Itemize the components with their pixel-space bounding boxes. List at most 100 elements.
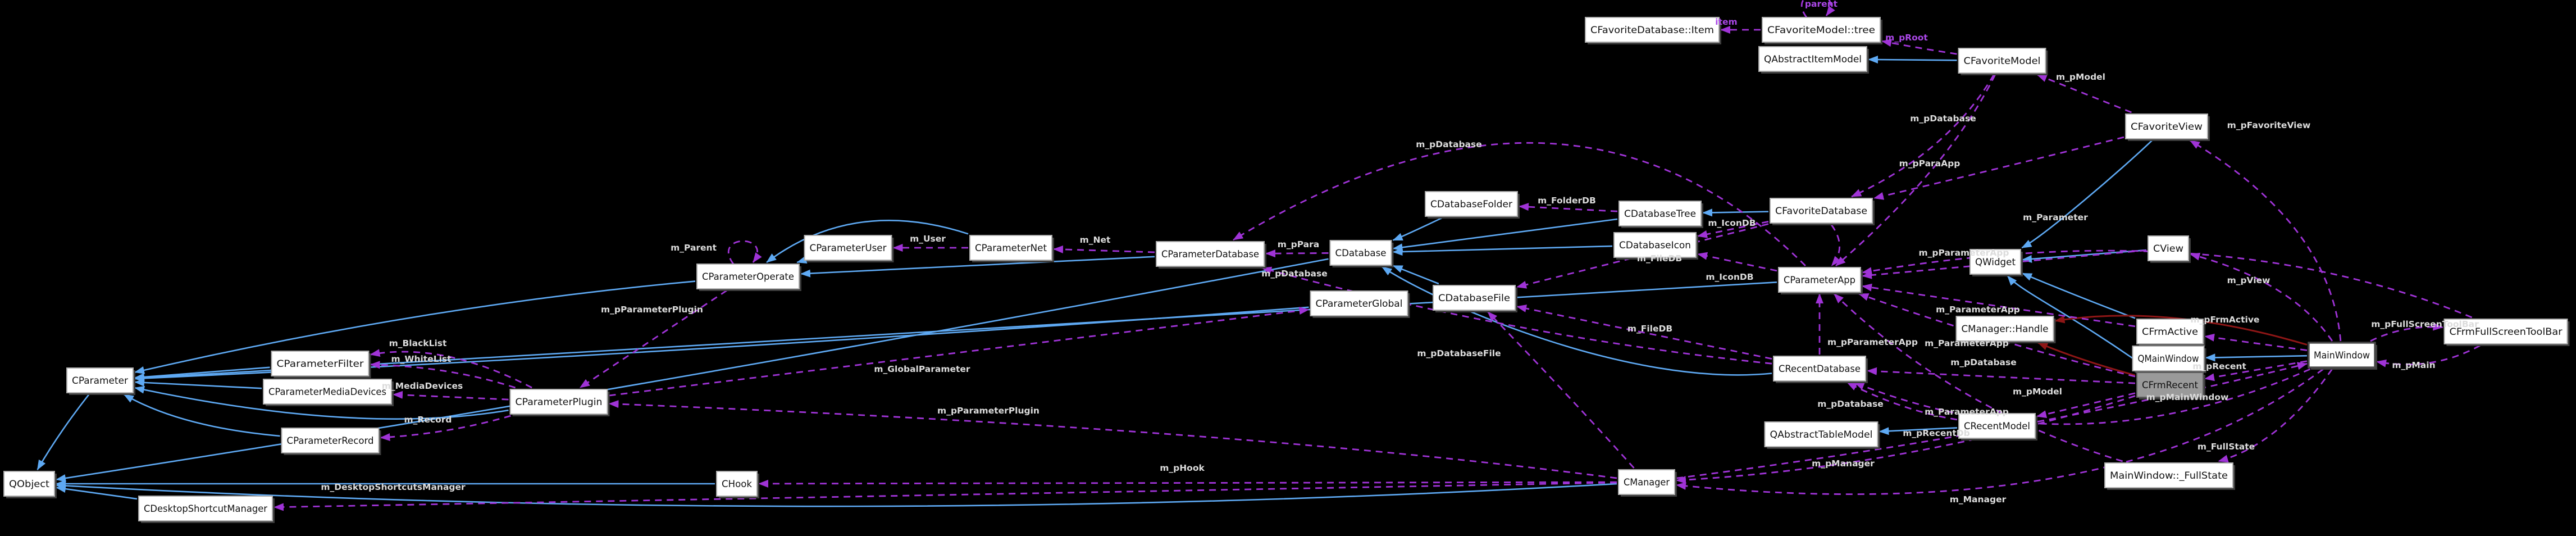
class-node-CManager[interactable]: CManager (1618, 469, 1677, 497)
class-node-CFavoriteModel-tree[interactable]: CFavoriteModel::tree (1762, 17, 1882, 44)
relation-usage-cmanager-chook (758, 479, 1617, 488)
svg-text:CView: CView (2153, 243, 2183, 255)
class-node-CRecentDatabase[interactable]: CRecentDatabase (1773, 356, 1868, 383)
svg-text:CFrmRecent: CFrmRecent (2142, 380, 2198, 391)
edge-label-m_Record: m_Record (404, 415, 452, 425)
class-node-CDatabaseFolder[interactable]: CDatabaseFolder (1425, 191, 1520, 219)
class-node-CParameterApp[interactable]: CParameterApp (1778, 267, 1863, 294)
svg-text:QMainWindow: QMainWindow (2138, 353, 2199, 365)
edge-label-m_pMainWindow: m_pMainWindow (2146, 392, 2229, 402)
relation-inheritance-dbfolder-db (1392, 217, 1442, 241)
relation-usage-favmodel-favdb (1851, 74, 1995, 198)
class-node-CDesktopShortcutManager[interactable]: CDesktopShortcutManager (138, 496, 275, 523)
class-node-CDatabaseFile[interactable]: CDatabaseFile (1433, 285, 1517, 312)
class-node-QMainWindow[interactable]: QMainWindow (2132, 346, 2206, 373)
relation-usage-paramplugin-parammedia (393, 390, 509, 401)
nodes-layer: CFavoriteDatabase::Item CFavoriteModel::t… (3, 17, 2570, 523)
edge-label-m_IconDB: m_IconDB (1706, 272, 1753, 282)
edge-label-m_ParameterApp: m_ParameterApp (1925, 407, 2009, 417)
relation-usage-dbtree-dbfolder (1519, 203, 1618, 212)
relation-usage-paramplugin-paramglobal (609, 307, 1310, 397)
class-node-CParameterGlobal[interactable]: CParameterGlobal (1310, 290, 1410, 318)
relation-inheritance-param-qobject (37, 394, 90, 470)
class-node-CParameterUser[interactable]: CParameterUser (804, 235, 894, 262)
svg-text:MainWindow: MainWindow (2314, 350, 2370, 361)
class-node-CFavoriteModel[interactable]: CFavoriteModel (1958, 48, 2048, 75)
svg-text:CParameterDatabase: CParameterDatabase (1161, 249, 1259, 260)
svg-text:CParameterApp: CParameterApp (1784, 275, 1855, 286)
class-node-CManager-Handle[interactable]: CManager::Handle (1955, 316, 2056, 343)
edge-label-m_pDatabase: m_pDatabase (1950, 357, 2016, 367)
svg-text:CDatabase: CDatabase (1335, 248, 1387, 259)
edge-label-m_IconDB: m_IconDB (1708, 218, 1756, 228)
class-node-QWidget[interactable]: QWidget (1969, 249, 2023, 276)
relation-usage-favmodel-paramapp (1835, 74, 1996, 267)
svg-text:CFavoriteView: CFavoriteView (2131, 121, 2203, 133)
relation-inheritance-cmanager-qobject (56, 482, 1617, 507)
svg-text:CParameterGlobal: CParameterGlobal (1316, 298, 1403, 310)
relation-inheritance-dbicon-db (1392, 245, 1613, 256)
svg-text:CParameterRecord: CParameterRecord (287, 435, 374, 447)
class-node-CFrmRecent[interactable]: CFrmRecent (2136, 372, 2205, 399)
class-node-CRecentModel[interactable]: CRecentModel (1958, 413, 2037, 440)
class-node-QObject[interactable]: QObject (3, 471, 57, 498)
edge-label-m_pRecent: m_pRecent (2192, 361, 2246, 371)
relation-usage-mainwindow-frmrecent (2204, 360, 2308, 381)
relation-usage-fullstate-paramapp (1833, 293, 2123, 462)
svg-text:CHook: CHook (722, 479, 752, 490)
svg-text:CParameterOperate: CParameterOperate (702, 271, 794, 283)
edge-label-item: item (1715, 17, 1737, 27)
edge-label-m_User: m_User (910, 234, 946, 244)
class-node-CParameterMediaDevices[interactable]: CParameterMediaDevices (263, 379, 394, 406)
relation-inheritance-favview-qwidget (2021, 140, 2153, 249)
class-node-CParameter[interactable]: CParameter (66, 367, 135, 395)
edge-label-m_pFullScreenToolBar: m_pFullScreenToolBar (2371, 319, 2479, 329)
class-node-CParameterPlugin[interactable]: CParameterPlugin (509, 389, 610, 416)
class-node-QAbstractItemModel[interactable]: QAbstractItemModel (1758, 46, 1869, 74)
relation-inheritance-paramdb-paramop (800, 256, 1155, 278)
edge-label-m_pDatabase: m_pDatabase (1261, 269, 1327, 279)
class-node-CFrmFullScreenToolBar[interactable]: CFrmFullScreenToolBar (2443, 319, 2570, 346)
edge-label-m_pParameterPlugin: m_pParameterPlugin (937, 406, 1039, 416)
edge-label-m_pRoot: m_pRoot (1885, 33, 1928, 43)
class-node-MainWindow-FullState[interactable]: MainWindow::_FullState (2104, 462, 2235, 490)
relation-usage-paramapp-dbicon (1697, 252, 1777, 272)
class-node-CFavoriteView[interactable]: CFavoriteView (2125, 113, 2210, 141)
class-node-QAbstractTableModel[interactable]: QAbstractTableModel (1764, 421, 1880, 449)
class-node-CFavoriteDatabase-Item[interactable]: CFavoriteDatabase::Item (1585, 17, 1721, 44)
relation-usage-paramplugin-paramfilter (370, 361, 516, 389)
relation-usage-favdb-dbicon (1697, 221, 1769, 238)
svg-text:CFavoriteModel: CFavoriteModel (1964, 56, 2041, 67)
edge-label-m_pFrmActive: m_pFrmActive (2191, 315, 2260, 325)
edge-label-m_ParameterApp: m_ParameterApp (1936, 305, 2020, 315)
edge-label-m_Parent: m_Parent (671, 243, 717, 253)
class-node-CParameterNet[interactable]: CParameterNet (969, 235, 1054, 262)
relation-usage-frmrecent-recentmodel (2036, 392, 2136, 419)
svg-text:CRecentDatabase: CRecentDatabase (1779, 364, 1861, 375)
edge-label-m_Net: m_Net (1080, 235, 1111, 245)
relation-usage-paramop-paramop (728, 240, 762, 265)
class-node-CDatabaseIcon[interactable]: CDatabaseIcon (1613, 232, 1698, 260)
class-node-CFrmActive[interactable]: CFrmActive (2136, 319, 2205, 346)
edge-label-m_pRecentDb: m_pRecentDb (1903, 428, 1970, 438)
relation-inheritance-recentmodel-qatm (1879, 427, 1958, 435)
svg-text:CParameterNet: CParameterNet (975, 243, 1047, 254)
relation-inheritance-cview-qwidget (2022, 249, 2147, 263)
class-node-CView[interactable]: CView (2148, 235, 2191, 263)
class-node-CHook[interactable]: CHook (716, 471, 759, 498)
relation-usage-favdb-dbfile (1516, 223, 1769, 289)
class-node-CDatabase[interactable]: CDatabase (1329, 240, 1394, 267)
class-node-CFavoriteDatabase[interactable]: CFavoriteDatabase (1770, 198, 1875, 225)
class-node-CParameterDatabase[interactable]: CParameterDatabase (1156, 241, 1266, 269)
svg-text:CFavoriteModel::tree: CFavoriteModel::tree (1767, 25, 1875, 36)
svg-text:CParameter: CParameter (72, 375, 128, 387)
class-node-MainWindow[interactable]: MainWindow (2308, 342, 2377, 370)
class-node-CDatabaseTree[interactable]: CDatabaseTree (1618, 201, 1703, 228)
svg-text:QObject: QObject (9, 479, 49, 490)
class-node-CParameterRecord[interactable]: CParameterRecord (281, 428, 381, 455)
class-node-CParameterFilter[interactable]: CParameterFilter (271, 351, 371, 378)
edge-label-m_pParameterApp: m_pParameterApp (1827, 337, 1918, 347)
class-node-CParameterOperate[interactable]: CParameterOperate (696, 264, 801, 291)
relation-inheritance-dbfile-db (1392, 265, 1439, 285)
edge-label-m_Parameter: m_Parameter (2023, 212, 2088, 222)
